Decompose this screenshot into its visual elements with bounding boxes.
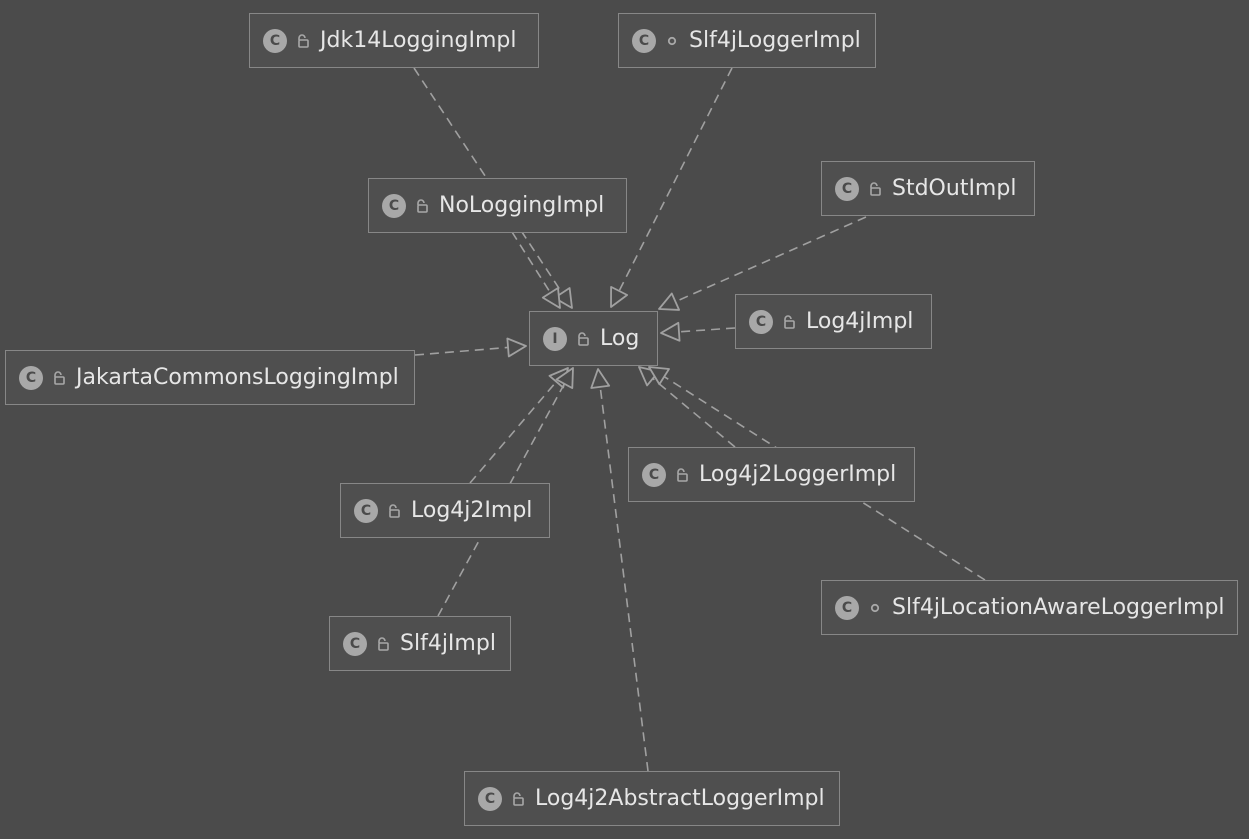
class-icon: C (478, 786, 502, 811)
package-private-dot-icon (868, 601, 882, 615)
public-lock-icon (296, 33, 310, 48)
public-lock-icon (511, 791, 525, 806)
node-log4j2-abstract-logger-impl[interactable]: C Log4j2AbstractLoggerImpl (464, 771, 840, 826)
node-label: StdOutImpl (892, 175, 1017, 201)
edge-jakarta-implements-log (414, 346, 509, 356)
class-icon: C (263, 28, 287, 53)
edge-slf4jlogger-implements-log (618, 67, 733, 292)
edge-log4j2abstract-implements-log (599, 386, 649, 772)
node-slf4j-logger-impl[interactable]: C Slf4jLoggerImpl (618, 13, 876, 68)
edge-log4j-implements-log (678, 327, 736, 333)
class-icon: C (382, 193, 406, 218)
arrowhead-log4j2 (548, 367, 569, 389)
package-private-dot-icon (665, 34, 679, 48)
node-log4j2-impl[interactable]: C Log4j2Impl (340, 483, 550, 538)
node-label: Slf4jLocationAwareLoggerImpl (892, 594, 1225, 620)
node-label: JakartaCommonsLoggingImpl (76, 364, 399, 390)
public-lock-icon (868, 181, 882, 196)
node-label: Slf4jLoggerImpl (689, 27, 861, 53)
public-lock-icon (576, 331, 590, 346)
node-slf4j-location-aware-logger-impl[interactable]: C Slf4jLocationAwareLoggerImpl (821, 580, 1238, 635)
class-icon: C (835, 176, 859, 201)
node-label: NoLoggingImpl (439, 192, 605, 218)
arrowhead-jdk14 (553, 287, 573, 309)
arrowhead-stdout (658, 292, 681, 311)
node-log4j-impl[interactable]: C Log4jImpl (735, 294, 932, 349)
node-jdk14-logging-impl[interactable]: C Jdk14LoggingImpl (249, 13, 539, 68)
arrowhead-log4j2abstract (590, 368, 611, 389)
arrowhead-log4j2logger (638, 366, 660, 387)
node-std-out-impl[interactable]: C StdOutImpl (821, 161, 1035, 216)
node-label: Log4j2Impl (411, 497, 533, 523)
class-icon: C (354, 498, 378, 523)
edge-stdout-implements-log (675, 216, 867, 303)
arrowhead-nologging (541, 287, 561, 309)
node-label: Slf4jImpl (400, 630, 496, 656)
node-label: Log4j2AbstractLoggerImpl (535, 785, 825, 811)
class-icon: C (749, 309, 773, 334)
node-label: Log4jImpl (806, 308, 914, 334)
class-icon: C (343, 631, 367, 656)
arrowhead-slf4j (555, 367, 574, 390)
arrowhead-log4j (660, 321, 681, 342)
node-slf4j-impl[interactable]: C Slf4jImpl (329, 616, 511, 671)
edge-log4j2logger-implements-log (652, 377, 736, 448)
public-lock-icon (675, 467, 689, 482)
node-no-logging-impl[interactable]: C NoLoggingImpl (368, 178, 627, 233)
node-label: Log4j2LoggerImpl (699, 461, 897, 487)
edge-log4j2-implements-log (469, 381, 557, 484)
public-lock-icon (415, 198, 429, 213)
interface-icon: I (543, 326, 567, 351)
public-lock-icon (782, 314, 796, 329)
node-log[interactable]: I Log (529, 311, 658, 366)
class-icon: C (632, 28, 656, 53)
public-lock-icon (52, 370, 66, 385)
arrowhead-slf4jlogger (610, 285, 629, 308)
public-lock-icon (376, 636, 390, 651)
node-label: Jdk14LoggingImpl (320, 27, 517, 53)
node-log4j2-logger-impl[interactable]: C Log4j2LoggerImpl (628, 447, 915, 502)
class-icon: C (19, 365, 43, 390)
class-icon: C (835, 595, 859, 620)
node-jakarta-commons-logging-impl[interactable]: C JakartaCommonsLoggingImpl (5, 350, 415, 405)
public-lock-icon (387, 503, 401, 518)
node-label: Log (600, 325, 640, 351)
edge-nologging-implements-log (511, 231, 552, 294)
arrowhead-jakarta (506, 337, 527, 358)
class-icon: C (642, 462, 666, 487)
arrowhead-slf4jlocation (648, 366, 670, 386)
